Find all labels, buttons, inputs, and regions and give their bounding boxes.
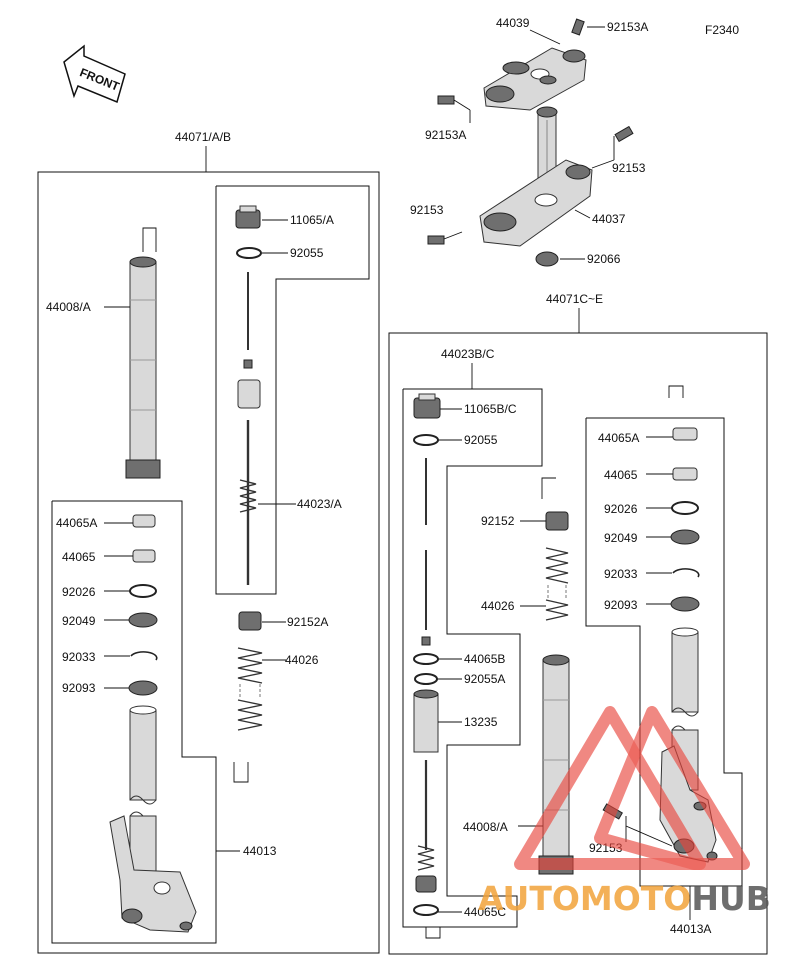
label-44065-left: 44065	[62, 550, 96, 564]
inner-tube-box-left	[51, 500, 217, 944]
label-92153A-left: 92153A	[425, 128, 466, 142]
damper-rod-left	[237, 272, 261, 585]
circlip-92033-left	[130, 651, 158, 661]
label-44065C: 44065C	[464, 905, 506, 919]
label-92026-left: 92026	[62, 585, 96, 599]
label-44065A-left: 44065A	[56, 516, 97, 530]
o-ring-right	[413, 434, 439, 446]
group-label-right-fork: 44071C~E	[546, 292, 603, 306]
label-92152: 92152	[481, 514, 515, 528]
label-92055-left: 92055	[290, 246, 324, 260]
stem-nut	[535, 251, 559, 267]
bushing-44065A-right	[672, 427, 698, 441]
o-ring-left	[236, 247, 262, 259]
label-92033-right: 92033	[604, 567, 638, 581]
inner-tube-box-right	[585, 417, 743, 887]
spring-collar-right	[545, 511, 569, 531]
circlip-92033-right	[672, 568, 700, 578]
label-92066: 92066	[587, 252, 621, 266]
label-92055-right: 92055	[464, 433, 498, 447]
spring-left	[237, 647, 263, 731]
logo-text-automoto: AUTOMOTO	[478, 879, 691, 918]
label-92093-right: 92093	[604, 598, 638, 612]
axle-bracket-left	[109, 815, 197, 933]
label-44023A: 44023/A	[297, 497, 342, 511]
cap-bolt-right	[413, 393, 441, 419]
seal-92049-left	[128, 612, 158, 628]
label-92152A: 92152A	[287, 615, 328, 629]
stem-bolt-top	[571, 18, 585, 36]
label-92026-right: 92026	[604, 502, 638, 516]
dust-seal-92093-right	[670, 596, 700, 612]
label-92153-right: 92153	[612, 161, 646, 175]
spring-collar-left	[238, 611, 262, 631]
stem-bolt-right	[614, 125, 634, 143]
label-92055A: 92055A	[464, 672, 505, 686]
outer-tube-left	[125, 256, 161, 479]
seal-92049-right	[670, 529, 700, 545]
o-ring-92055A	[414, 673, 438, 685]
label-92033-left: 92033	[62, 650, 96, 664]
label-92153-left: 92153	[410, 203, 444, 217]
rod-assembly-right	[415, 760, 437, 893]
stem-bolt-left-lower	[427, 235, 445, 245]
label-44026-left: 44026	[285, 653, 319, 667]
svg-text:AUTOMOTOHUB: AUTOMOTOHUB	[478, 879, 771, 918]
label-44065B: 44065B	[464, 652, 505, 666]
o-ring-44065C	[413, 904, 439, 916]
label-44008A-left: 44008/A	[46, 300, 91, 314]
outer-tube-right	[538, 654, 574, 875]
label-44065A-right: 44065A	[598, 431, 639, 445]
automotohub-logo: AUTOMOTOHUB	[478, 706, 771, 918]
label-13235: 13235	[464, 715, 498, 729]
label-44037: 44037	[592, 212, 626, 226]
bushing-44065A-left	[132, 514, 156, 528]
o-ring-44065B	[413, 653, 439, 665]
label-44039: 44039	[496, 16, 530, 30]
front-arrow-icon: FRONT	[63, 44, 126, 104]
label-44013: 44013	[243, 844, 277, 858]
cartridge-box-right	[402, 388, 543, 928]
logo-text-hub: HUB	[691, 879, 771, 918]
bushing-44065-left	[132, 549, 156, 563]
washer-92026-left	[129, 584, 157, 598]
label-92093-left: 92093	[62, 681, 96, 695]
label-11065BC: 11065B/C	[464, 402, 517, 416]
label-92153A-top: 92153A	[607, 20, 648, 34]
cap-bolt-left	[235, 205, 261, 229]
lower-bracket	[479, 159, 593, 247]
cartridge-box-left	[215, 185, 370, 595]
label-92049-left: 92049	[62, 614, 96, 628]
upper-bracket	[483, 47, 587, 111]
label-44065-right: 44065	[604, 468, 638, 482]
damper-rod-right	[421, 458, 431, 646]
group-label-left-fork: 44071/A/B	[175, 130, 231, 144]
label-11065A: 11065/A	[290, 213, 334, 227]
left-fork-box	[37, 171, 380, 954]
diagram-code: F2340	[705, 23, 739, 37]
right-fork-box	[388, 332, 768, 955]
spring-right	[545, 547, 569, 621]
label-44026-right: 44026	[481, 599, 515, 613]
bushing-44065-right	[672, 467, 698, 481]
stem-bolt-left-upper	[437, 95, 455, 105]
label-44013A: 44013A	[670, 922, 711, 936]
cylinder-13235	[413, 689, 439, 753]
washer-92026-right	[671, 501, 699, 515]
dust-seal-92093-left	[128, 680, 158, 696]
inner-tube-left	[129, 705, 157, 881]
label-44008A-right: 44008/A	[463, 820, 508, 834]
group-label-cartridge-right: 44023B/C	[441, 347, 495, 361]
label-92049-right: 92049	[604, 531, 638, 545]
